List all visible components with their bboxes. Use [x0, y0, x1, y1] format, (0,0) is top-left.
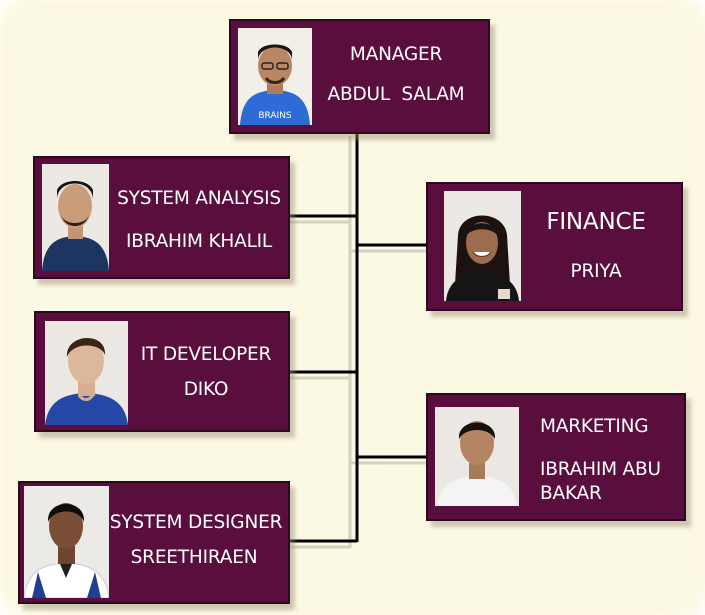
finance-name: PRIYA	[570, 261, 622, 282]
system-analysis-role: SYSTEM ANALYSIS	[117, 188, 281, 209]
marketing-card: MARKETING IBRAHIM ABU BAKAR	[426, 393, 686, 521]
marketing-name: IBRAHIM ABU BAKAR	[540, 459, 661, 505]
system-designer-name: SREETHIRAEN	[130, 547, 258, 568]
system-analysis-card: SYSTEM ANALYSIS IBRAHIM KHALIL	[33, 156, 290, 279]
manager-card: BRAINS MANAGER ABDUL SALAM	[229, 19, 490, 134]
it-developer-name: DIKO	[183, 379, 229, 400]
it-developer-photo	[45, 321, 128, 425]
system-designer-card: SYSTEM DESIGNER SREETHIRAEN	[18, 481, 290, 604]
system-designer-role: SYSTEM DESIGNER	[109, 512, 283, 533]
finance-role: FINANCE	[546, 209, 646, 235]
it-developer-card: IT DEVELOPER DIKO	[34, 311, 290, 432]
system-analysis-name: IBRAHIM KHALIL	[125, 231, 273, 252]
manager-name: ABDUL SALAM	[327, 84, 465, 105]
finance-card: FINANCE PRIYA	[426, 182, 683, 311]
marketing-photo	[435, 407, 519, 506]
svg-text:BRAINS: BRAINS	[258, 111, 292, 121]
manager-photo: BRAINS	[238, 28, 312, 125]
system-analysis-photo	[42, 164, 109, 271]
manager-role: MANAGER	[349, 44, 443, 65]
it-developer-role: IT DEVELOPER	[140, 344, 272, 365]
system-designer-photo	[24, 486, 109, 598]
marketing-role: MARKETING	[540, 416, 649, 437]
finance-photo	[444, 191, 521, 301]
